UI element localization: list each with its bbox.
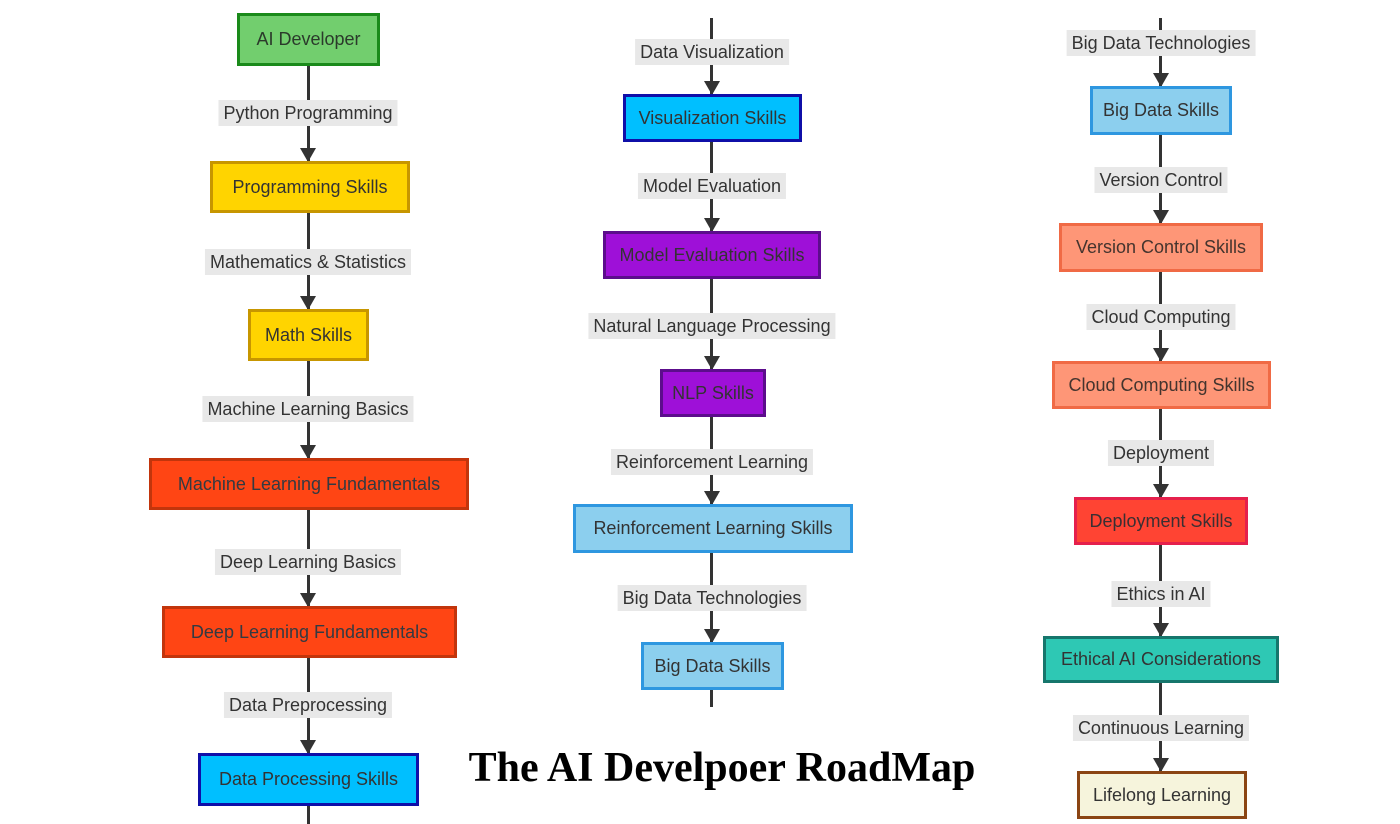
arrow-down-icon bbox=[1153, 484, 1169, 498]
node-label: Cloud Computing Skills bbox=[1068, 374, 1255, 395]
node-label: Reinforcement Learning Skills bbox=[593, 518, 833, 538]
node-big-data-skills-right: Big Data Skills bbox=[1090, 86, 1232, 135]
edge-label-data-preprocessing: Data Preprocessing bbox=[223, 692, 393, 718]
edge-label-version-control: Version Control bbox=[1094, 167, 1228, 193]
node-label: Big Data Skills bbox=[1102, 100, 1220, 120]
arrow-down-icon bbox=[300, 740, 316, 754]
edge-label-python-programming: Python Programming bbox=[218, 100, 398, 126]
node-version-control-skills: Version Control Skills bbox=[1059, 223, 1263, 272]
arrow-down-icon bbox=[1153, 623, 1169, 637]
edge-label-text: Natural Language Processing bbox=[593, 316, 831, 336]
node-label: AI Developer bbox=[256, 29, 361, 49]
node-label: NLP Skills bbox=[672, 382, 754, 403]
node-label: Programming Skills bbox=[232, 176, 388, 197]
arrow-down-icon bbox=[704, 356, 720, 370]
node-label: Model Evaluation Skills bbox=[619, 244, 805, 265]
node-big-data-skills-mid: Big Data Skills bbox=[641, 642, 784, 690]
edge-label-model-evaluation: Model Evaluation bbox=[637, 173, 787, 199]
edge-label-text: Data Visualization bbox=[640, 42, 784, 62]
edge-label-ethics-in-ai: Ethics in AI bbox=[1111, 581, 1211, 607]
edge-label-text: Continuous Learning bbox=[1077, 718, 1245, 738]
edge-label-machine-learning-basics: Machine Learning Basics bbox=[202, 396, 414, 422]
edge-label-deployment: Deployment bbox=[1107, 440, 1215, 466]
node-label: Machine Learning Fundamentals bbox=[177, 473, 441, 494]
arrow-down-icon bbox=[1153, 210, 1169, 224]
node-nlp-skills: NLP Skills bbox=[660, 369, 766, 417]
page-title: The AI Develpoer RoadMap bbox=[469, 744, 976, 792]
arrow-down-icon bbox=[1153, 348, 1169, 362]
arrow-down-icon bbox=[1153, 73, 1169, 87]
node-data-processing-skills: Data Processing Skills bbox=[198, 753, 419, 806]
edge-label-text: Ethics in AI bbox=[1116, 584, 1206, 604]
arrow-down-icon bbox=[704, 218, 720, 232]
node-label: Deep Learning Fundamentals bbox=[190, 621, 429, 642]
node-label: Version Control Skills bbox=[1075, 237, 1247, 257]
edge-label-data-visualization: Data Visualization bbox=[635, 39, 789, 65]
node-ai-developer: AI Developer bbox=[237, 13, 380, 66]
arrow-down-icon bbox=[300, 593, 316, 607]
node-label: Big Data Skills bbox=[654, 655, 771, 676]
arrow-down-icon bbox=[704, 81, 720, 95]
edge-label-text: Python Programming bbox=[223, 103, 393, 123]
node-reinforcement-learning-skills: Reinforcement Learning Skills bbox=[573, 504, 853, 553]
edge-label-text: Cloud Computing bbox=[1091, 307, 1231, 327]
node-label: Math Skills bbox=[264, 324, 353, 345]
edge-label-text: Model Evaluation bbox=[642, 176, 782, 196]
page-title-text: The AI Develpoer RoadMap bbox=[468, 745, 976, 791]
node-label: Lifelong Learning bbox=[1092, 784, 1232, 805]
node-visualization-skills: Visualization Skills bbox=[623, 94, 802, 142]
arrow-down-icon bbox=[300, 148, 316, 162]
node-deep-learning-fundamentals: Deep Learning Fundamentals bbox=[162, 606, 457, 658]
node-label: Visualization Skills bbox=[638, 107, 787, 128]
node-machine-learning-fundamentals: Machine Learning Fundamentals bbox=[149, 458, 469, 510]
edge-label-reinforcement-learning: Reinforcement Learning bbox=[610, 449, 814, 475]
edge-label-text: Big Data Technologies bbox=[622, 588, 802, 608]
node-label: Ethical AI Considerations bbox=[1060, 649, 1262, 669]
edge-label-deep-learning-basics: Deep Learning Basics bbox=[214, 549, 402, 575]
edge-label-mathematics-statistics: Mathematics & Statistics bbox=[204, 249, 412, 275]
node-model-evaluation-skills: Model Evaluation Skills bbox=[603, 231, 821, 279]
arrow-down-icon bbox=[300, 445, 316, 459]
edge-label-text: Data Preprocessing bbox=[228, 695, 388, 715]
edge-label-text: Big Data Technologies bbox=[1071, 33, 1251, 53]
edge-label-text: Version Control bbox=[1099, 170, 1223, 190]
edge-label-continuous-learning: Continuous Learning bbox=[1072, 715, 1250, 741]
node-deployment-skills: Deployment Skills bbox=[1074, 497, 1248, 545]
edge-label-cloud-computing: Cloud Computing bbox=[1086, 304, 1236, 330]
arrow-down-icon bbox=[1153, 758, 1169, 772]
node-lifelong-learning: Lifelong Learning bbox=[1077, 771, 1247, 819]
edge-label-text: Machine Learning Basics bbox=[207, 399, 409, 419]
node-label: Data Processing Skills bbox=[218, 769, 399, 789]
arrow-down-icon bbox=[300, 296, 316, 310]
edge-label-text: Deep Learning Basics bbox=[219, 552, 397, 572]
edge-label-text: Reinforcement Learning bbox=[615, 452, 809, 472]
edge-label-text: Mathematics & Statistics bbox=[209, 252, 407, 272]
node-label: Deployment Skills bbox=[1089, 510, 1233, 531]
arrow-down-icon bbox=[704, 491, 720, 505]
node-programming-skills: Programming Skills bbox=[210, 161, 410, 213]
arrow-down-icon bbox=[704, 629, 720, 643]
node-math-skills: Math Skills bbox=[248, 309, 369, 361]
node-ethical-ai-considerations: Ethical AI Considerations bbox=[1043, 636, 1279, 683]
edge-label-text: Deployment bbox=[1112, 443, 1210, 463]
edge-label-big-data-technologies-mid: Big Data Technologies bbox=[617, 585, 807, 611]
edge-label-natural-language-processing: Natural Language Processing bbox=[588, 313, 836, 339]
node-cloud-computing-skills: Cloud Computing Skills bbox=[1052, 361, 1271, 409]
edge-label-big-data-technologies-right: Big Data Technologies bbox=[1066, 30, 1256, 56]
